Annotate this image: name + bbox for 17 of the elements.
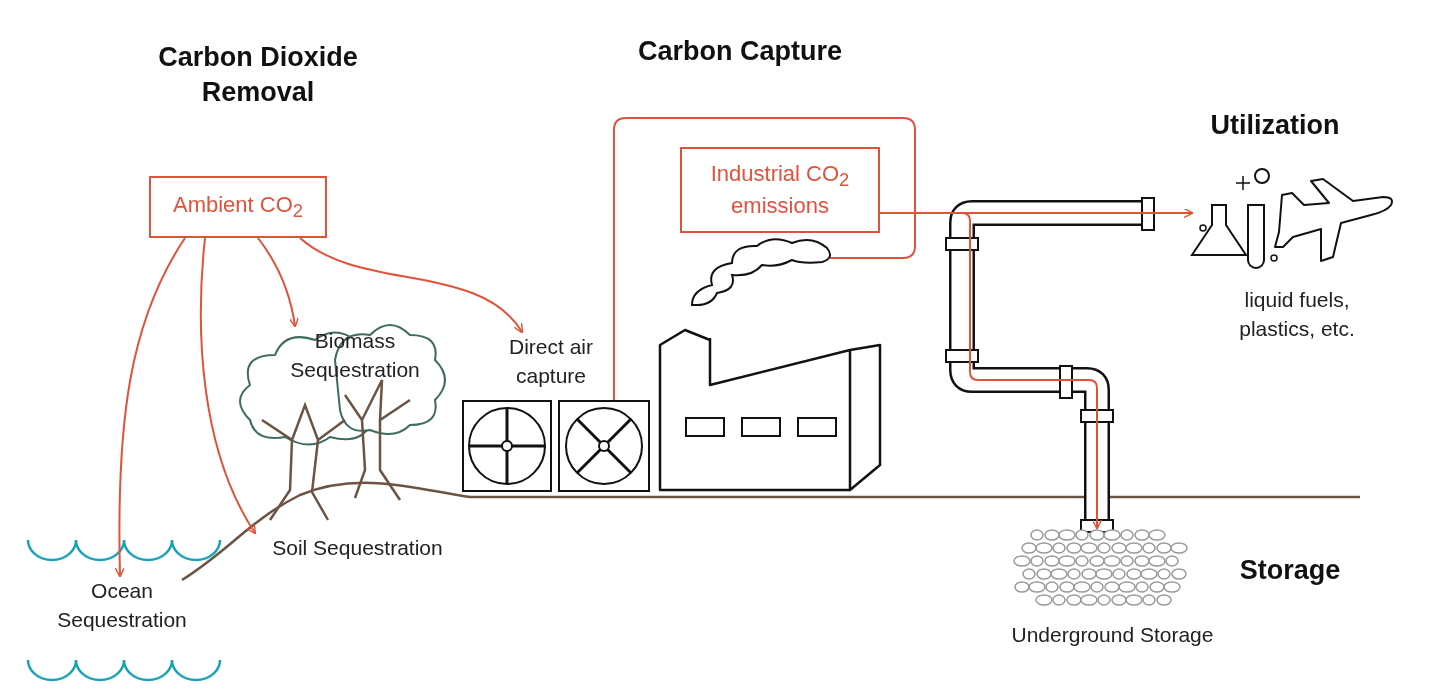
arrow <box>299 237 524 334</box>
node-label: Ocean Sequestration <box>56 578 188 634</box>
node-label: Underground Storage <box>1010 622 1215 648</box>
fan-units-drawing <box>462 400 652 493</box>
connector-line <box>613 117 916 401</box>
node-label: Soil Sequestration <box>271 535 444 561</box>
source-box: Ambient CO$_{2}$ <box>149 176 327 238</box>
node-label: Direct air capture <box>508 334 594 390</box>
section-heading: Utilization <box>1209 109 1341 142</box>
product-label: liquid fuels, plastics, etc. <box>1238 287 1356 343</box>
arrow <box>114 237 186 578</box>
arrow <box>199 237 257 535</box>
section-heading: Carbon Dioxide Removal <box>157 41 359 110</box>
section-heading: Carbon Capture <box>637 35 843 68</box>
source-box: Industrial CO$_{2}$ emissions <box>680 147 880 233</box>
section-heading: Storage <box>1238 554 1342 587</box>
arrow <box>257 237 299 328</box>
